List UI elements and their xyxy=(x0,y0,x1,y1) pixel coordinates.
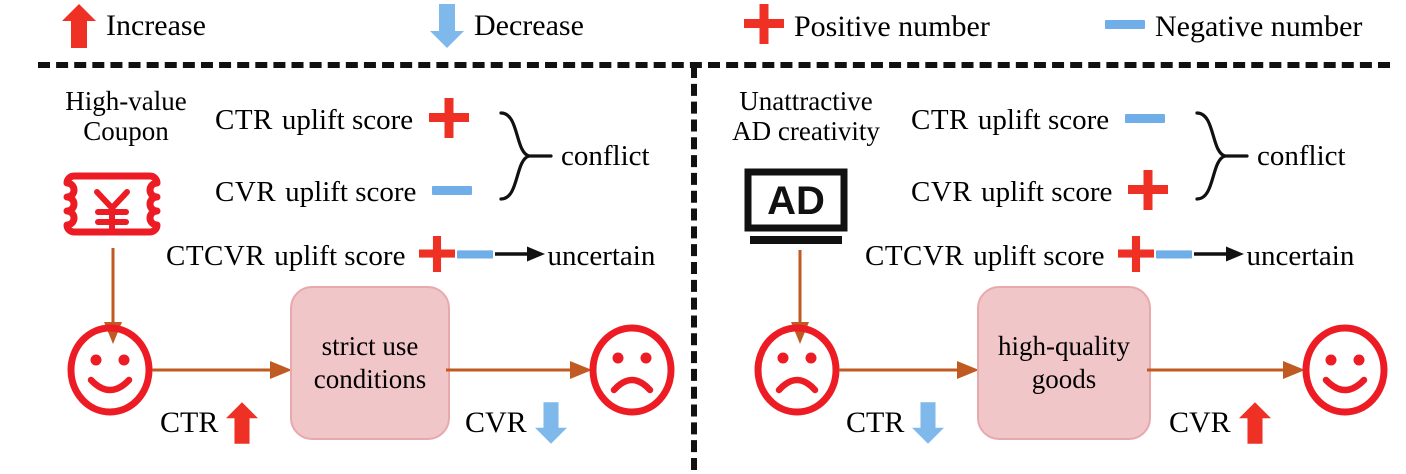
arrow-down-icon xyxy=(430,4,464,48)
score-text-label: uplift score xyxy=(977,104,1110,136)
uncertain-label-left: uncertain xyxy=(547,240,656,272)
source-title-line1: Unattractive xyxy=(739,86,873,116)
uncertain-arrow-icon xyxy=(495,244,546,269)
score-metric-label: CVR xyxy=(911,176,973,208)
arrow-up-icon xyxy=(1238,400,1271,446)
metric-label: CVR xyxy=(465,406,527,439)
plus-icon xyxy=(419,236,456,277)
score-row-ctcvr-right: CTCVR uplift score uncertain xyxy=(865,236,1354,277)
source-title-line2: AD creativity xyxy=(732,116,880,146)
process-box-left: strict use conditions xyxy=(290,286,450,440)
process-box-right: high-quality goods xyxy=(977,286,1151,440)
end-face-frown-left xyxy=(588,324,676,421)
legend-label-positive: Positive number xyxy=(794,9,990,43)
score-metric-label: CTCVR xyxy=(865,240,965,272)
score-row-ctr-right: CTR uplift score xyxy=(911,98,1166,143)
coupon-yen-icon xyxy=(62,170,162,249)
conflict-label-right: conflict xyxy=(1257,140,1346,172)
legend-item-negative: Negative number xyxy=(1105,4,1362,49)
process-box-line2: goods xyxy=(1031,364,1097,394)
score-row-ctr-left: CTR uplift score xyxy=(215,98,470,143)
plus-icon xyxy=(1118,236,1155,277)
process-box-line2: conditions xyxy=(313,364,427,394)
horizontal-dashed-divider xyxy=(38,62,1390,68)
metric-cvr-right: CVR xyxy=(1169,400,1271,446)
metric-label: CVR xyxy=(1169,406,1231,439)
uncertain-arrow-icon xyxy=(1194,244,1245,269)
conflict-brace-left xyxy=(499,110,555,202)
arrow-up-icon xyxy=(226,400,259,446)
metric-ctr-left: CTR xyxy=(160,400,259,446)
plus-icon xyxy=(429,98,470,143)
score-text-label: uplift score xyxy=(274,240,406,272)
ad-banner-icon: AD xyxy=(744,168,852,251)
flow-arrow-right-1 xyxy=(839,359,979,386)
legend-label-decrease: Decrease xyxy=(474,9,584,42)
legend: Increase Decrease Positive number Negati… xyxy=(0,0,1406,58)
legend-item-increase: Increase xyxy=(62,4,206,48)
metric-ctr-right: CTR xyxy=(846,400,945,446)
score-text-label: uplift score xyxy=(281,104,414,136)
plus-icon xyxy=(744,4,784,49)
metric-label: CTR xyxy=(160,406,219,439)
conflict-brace-right xyxy=(1195,110,1251,202)
flow-arrow-left-2 xyxy=(446,359,592,386)
minus-icon xyxy=(432,170,473,215)
process-box-line1: high-quality xyxy=(998,331,1130,361)
process-box-line1: strict use xyxy=(321,331,419,361)
source-title-right: Unattractive AD creativity xyxy=(701,86,911,146)
legend-item-decrease: Decrease xyxy=(430,4,584,48)
panel-right: Unattractive AD creativity AD CTR uplift… xyxy=(691,66,1406,474)
arrow-down-icon xyxy=(912,400,945,446)
svg-text:AD: AD xyxy=(767,179,825,223)
start-face-smile-left xyxy=(66,324,154,421)
source-title-left: High-value Coupon xyxy=(36,86,216,146)
uncertain-label-right: uncertain xyxy=(1246,240,1355,272)
score-row-cvr-left: CVR uplift score xyxy=(215,170,473,215)
legend-label-increase: Increase xyxy=(106,9,206,42)
plus-icon xyxy=(1128,170,1169,215)
arrow-down-icon xyxy=(534,400,567,446)
score-text-label: uplift score xyxy=(973,240,1105,272)
minus-icon xyxy=(1105,4,1145,49)
conflict-label-left: conflict xyxy=(561,140,650,172)
score-row-cvr-right: CVR uplift score xyxy=(911,170,1169,215)
score-row-ctcvr-left: CTCVR uplift score uncertain xyxy=(166,236,655,277)
end-face-smile-right xyxy=(1301,324,1389,421)
source-title-line2: Coupon xyxy=(83,116,169,146)
score-metric-label: CVR xyxy=(215,176,277,208)
score-text-label: uplift score xyxy=(981,176,1113,208)
minus-icon xyxy=(1156,236,1193,277)
legend-item-positive: Positive number xyxy=(744,4,990,49)
score-text-label: uplift score xyxy=(285,176,417,208)
score-metric-label: CTR xyxy=(911,104,969,136)
minus-icon xyxy=(457,236,494,277)
panel-left: High-value Coupon CTR uplift score xyxy=(0,66,691,474)
metric-cvr-left: CVR xyxy=(465,400,567,446)
score-metric-label: CTCVR xyxy=(166,240,266,272)
arrow-up-icon xyxy=(62,4,96,48)
legend-label-negative: Negative number xyxy=(1155,9,1363,43)
start-face-frown-right xyxy=(753,324,841,421)
flow-arrow-right-2 xyxy=(1147,359,1305,386)
metric-label: CTR xyxy=(846,406,905,439)
source-title-line1: High-value xyxy=(65,86,187,116)
score-metric-label: CTR xyxy=(215,104,273,136)
flow-arrow-left-1 xyxy=(152,359,292,386)
vertical-dashed-divider xyxy=(691,66,697,470)
minus-icon xyxy=(1125,98,1166,143)
